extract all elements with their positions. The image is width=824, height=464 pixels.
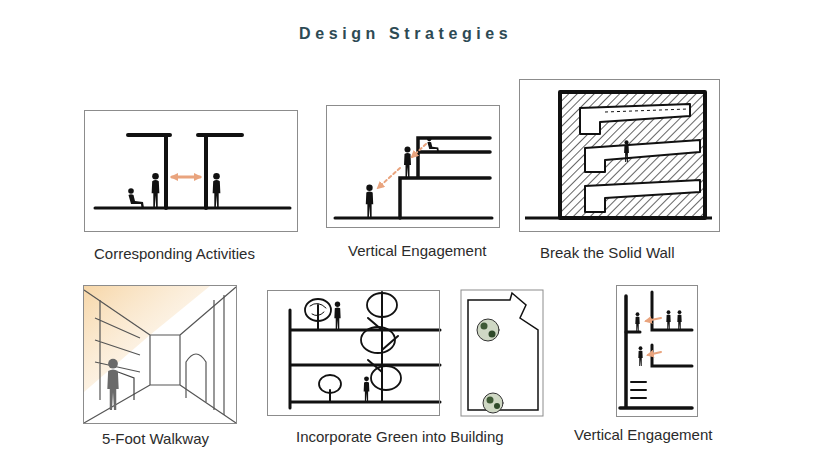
vertical-sketch [335, 137, 492, 218]
sketch-frame: Vertical Engagement [326, 105, 500, 228]
walkway-sketch-stroke [186, 354, 206, 402]
green-sketch-stroke [334, 302, 340, 330]
wall-sketch-stroke [624, 140, 629, 162]
green-sketch-stroke [468, 293, 538, 410]
sketch-frame: 5-Foot Walkway [83, 285, 237, 424]
strategy-caption: Corresponding Activities [94, 245, 255, 263]
sketch-frame: Corresponding Activities [84, 110, 298, 232]
vertical-sketch-two [620, 292, 692, 408]
wall-sketch-stroke [585, 180, 700, 212]
vertical-sketch-stroke [404, 147, 411, 179]
corresponding-sketch-stroke [128, 188, 144, 208]
green-sketch-stroke [461, 290, 543, 416]
green-sketch [290, 290, 543, 416]
walkway-sketch [84, 286, 236, 423]
vertical-sketch-stroke [335, 217, 492, 220]
green-sketch-stroke [290, 310, 440, 408]
green-sketch-stroke [487, 397, 494, 404]
strategy-caption: Vertical Engagement [348, 242, 486, 260]
walkway-sketch-stroke [214, 295, 224, 415]
corresponding-sketch-stroke [198, 135, 242, 208]
green-sketch-stroke [310, 303, 326, 315]
green-sketch-stroke [481, 323, 488, 330]
corresponding-sketch-stroke [172, 176, 200, 179]
page-title: Design Strategies [299, 24, 512, 44]
strategy-caption: Incorporate Green into Building [296, 428, 504, 446]
corresponding-sketch-stroke [95, 207, 290, 210]
green-sketch-stroke [367, 293, 397, 317]
vertical-sketch-stroke [400, 138, 490, 218]
corresponding-sketch-stroke [152, 173, 160, 208]
wall-sketch-stroke [525, 217, 712, 220]
vertical-sketch-stroke [366, 185, 373, 218]
vertical-sketch-two-stroke [620, 296, 692, 408]
corresponding-sketch-stroke [213, 173, 221, 208]
corresponding-sketch [95, 135, 290, 208]
vertical-sketch-two-stroke [638, 346, 642, 366]
green-sketch-stroke [319, 375, 341, 393]
green-sketch-stroke [494, 403, 500, 409]
vertical-sketch-two-stroke [631, 382, 646, 398]
corresponding-sketch-stroke [128, 135, 170, 208]
vertical-sketch-two-stroke [648, 352, 661, 355]
walkway-sketch-stroke [118, 372, 134, 400]
sketch-frame: Incorporate Green into Building [267, 290, 440, 416]
sketch-frame: Break the Solid Wall [519, 79, 720, 232]
green-sketch-stroke [364, 376, 370, 402]
vertical-sketch-stroke [412, 144, 426, 157]
vertical-sketch-two-stroke [646, 318, 661, 321]
vertical-sketch-two-stroke [635, 312, 639, 332]
strategy-caption: Break the Solid Wall [540, 244, 675, 262]
green-sketch-stroke [477, 319, 499, 341]
walkway-sketch-stroke [84, 287, 236, 423]
walkway-sketch-stroke [107, 359, 118, 410]
walkway-sketch-stroke [84, 286, 210, 392]
wall-sketch-stroke [605, 109, 688, 112]
vertical-sketch-two-stroke [666, 310, 670, 330]
wall-sketch-stroke [585, 140, 700, 172]
green-sketch-stroke [371, 366, 401, 390]
wall-sketch-stroke [560, 92, 705, 218]
vertical-sketch-stroke [427, 137, 439, 152]
green-sketch-stroke [329, 390, 331, 402]
green-sketch-stroke [483, 393, 503, 413]
wall-sketch-stroke [580, 104, 690, 134]
green-sketch-stroke [317, 305, 319, 330]
sketch-frame: Vertical Engagement [616, 285, 698, 417]
green-sketch-stroke [305, 299, 331, 321]
vertical-sketch-two-stroke [677, 310, 681, 330]
vertical-sketch-stroke [378, 168, 400, 188]
green-sketch-stroke [489, 331, 496, 338]
strategy-caption: 5-Foot Walkway [102, 430, 209, 448]
wall-sketch [525, 92, 712, 218]
green-sketch-stroke [361, 327, 395, 353]
vertical-sketch-two-stroke [626, 292, 692, 366]
strategy-caption: Vertical Engagement [574, 426, 712, 444]
